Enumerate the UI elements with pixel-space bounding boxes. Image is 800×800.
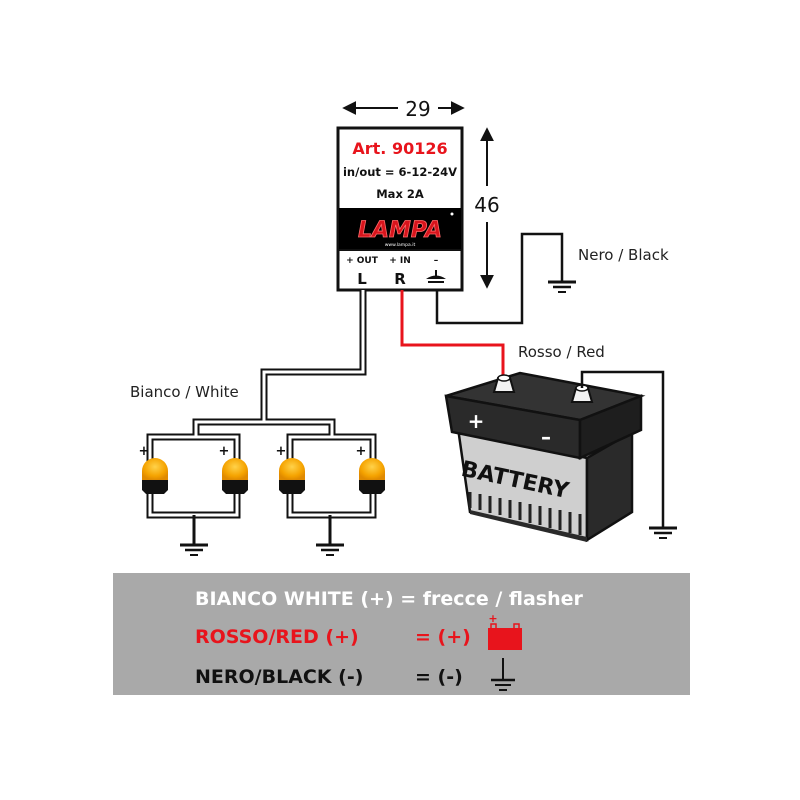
bulb-polarity: + [356, 444, 367, 459]
legend-black-value: = (-) [415, 666, 463, 688]
bulb-base [279, 480, 305, 494]
bulb-polarity: + [276, 444, 287, 459]
brand-logo: LAMPA [358, 218, 442, 243]
svg-text:+: + [488, 612, 497, 625]
legend-red-value: = (+) [415, 626, 471, 648]
bulb-2: + [219, 444, 248, 494]
white-wire-label: Bianco / White [130, 383, 239, 401]
terminal-neg-label: – [434, 256, 439, 266]
bulb-base [359, 480, 385, 494]
bulb-polarity: + [139, 444, 150, 459]
width-dimension: 29 [342, 97, 465, 121]
flasher-module: Art. 90126 in/out = 6-12-24V Max 2A LAMP… [336, 126, 464, 292]
bulb-1: + [139, 444, 168, 494]
ground-symbol [546, 280, 578, 294]
legend-black-row: NERO/BLACK (-) [195, 666, 363, 688]
black-wire-label: Nero / Black [578, 246, 669, 264]
bulb-base [142, 480, 168, 494]
black-wire: Nero / Black [435, 232, 669, 325]
bulbs: + + + + [139, 444, 385, 494]
red-wire: Rosso / Red [400, 290, 605, 378]
legend-red-row: ROSSO/RED (+) [195, 626, 359, 648]
terminal-R: R [394, 270, 406, 288]
bulb-base [222, 480, 248, 494]
battery-ground-symbol [647, 526, 679, 540]
legend: BIANCO WHITE (+) = frecce / flasher ROSS… [113, 573, 690, 695]
ground-icon [491, 658, 515, 691]
bulb-4: + [356, 444, 385, 494]
legend-background [113, 573, 690, 695]
terminal-in-label: + IN [389, 256, 411, 266]
bulb-3: + [276, 444, 305, 494]
bulb-glass [279, 458, 305, 480]
height-label: 46 [474, 193, 499, 217]
battery-icon: + [488, 612, 522, 650]
height-dimension: 46 [474, 127, 500, 289]
bulb-glass [142, 458, 168, 480]
battery-negative-terminal [570, 384, 594, 403]
battery-minus-sign: – [541, 425, 551, 449]
battery-ribs [468, 492, 582, 535]
legend-white-row: BIANCO WHITE (+) = frecce / flasher [195, 588, 584, 610]
bulb-grounds [178, 515, 346, 557]
terminal-L: L [357, 270, 367, 288]
width-label: 29 [405, 97, 430, 121]
ground-icon [426, 270, 446, 283]
battery-ground-wire [580, 370, 665, 528]
battery-plus-sign: + [468, 409, 485, 433]
battery-positive-terminal [492, 374, 516, 393]
battery: + – BATTERY [444, 370, 679, 543]
article-number: Art. 90126 [352, 139, 447, 158]
voltage-spec: in/out = 6-12-24V [343, 165, 457, 179]
bulb-polarity: + [219, 444, 230, 459]
max-current: Max 2A [376, 187, 424, 201]
red-wire-label: Rosso / Red [518, 343, 605, 361]
terminal-out-label: + OUT [346, 256, 379, 266]
bulb-glass [359, 458, 385, 480]
brand-website: www.lampa.it [385, 242, 416, 248]
brand-band [339, 208, 461, 249]
bulb-glass [222, 458, 248, 480]
